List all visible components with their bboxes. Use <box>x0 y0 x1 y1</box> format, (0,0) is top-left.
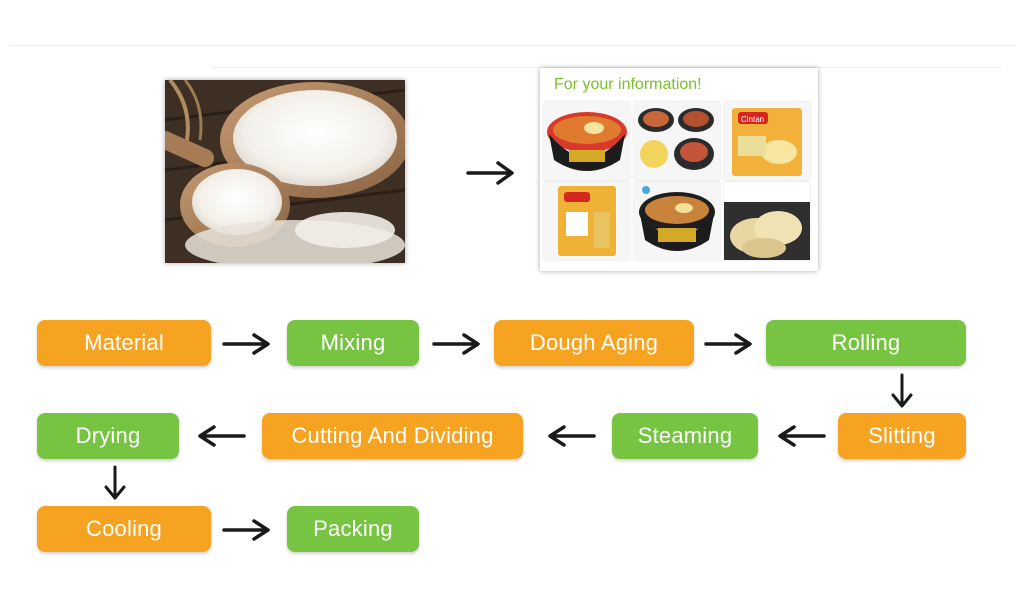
noodle-cakes-icon <box>724 182 810 260</box>
top-divider <box>10 45 1015 46</box>
step-cooling: Cooling <box>37 506 211 552</box>
left-arrow-icon <box>778 425 826 447</box>
step-slitting: Slitting <box>838 413 966 459</box>
info-panel-title: For your information! <box>554 76 702 93</box>
step-steaming: Steaming <box>612 413 758 459</box>
step-label: Mixing <box>320 330 386 355</box>
noodle-pack-icon <box>544 182 630 260</box>
down-arrow-icon <box>891 373 913 408</box>
ramen-bowl-icon <box>544 102 630 180</box>
step-mixing: Mixing <box>287 320 419 366</box>
step-label: Cutting And Dividing <box>291 423 494 448</box>
noodle-bowls-icon <box>634 102 720 180</box>
step-label: Dough Aging <box>529 330 659 355</box>
info-panel: For your information! Cintan <box>540 68 818 271</box>
sub-divider <box>212 67 1002 68</box>
step-label: Packing <box>313 516 393 541</box>
step-label: Cooling <box>85 516 162 541</box>
left-arrow-icon <box>198 425 246 447</box>
right-arrow-icon <box>466 161 514 185</box>
step-material: Material <box>37 320 211 366</box>
right-arrow-icon <box>432 333 480 355</box>
step-label: Rolling <box>831 330 901 355</box>
step-drying: Drying <box>37 413 179 459</box>
step-label: Slitting <box>868 423 936 448</box>
step-dough-aging: Dough Aging <box>494 320 694 366</box>
svg-text:Cintan: Cintan <box>741 115 764 124</box>
step-cutting-and-dividing: Cutting And Dividing <box>262 413 523 459</box>
step-label: Drying <box>75 423 141 448</box>
ramen-bowl-icon <box>634 182 720 260</box>
down-arrow-icon <box>104 465 126 500</box>
left-arrow-icon <box>548 425 596 447</box>
right-arrow-icon <box>222 519 270 541</box>
right-arrow-icon <box>704 333 752 355</box>
step-label: Steaming <box>637 423 733 448</box>
step-rolling: Rolling <box>766 320 966 366</box>
flour-photo <box>165 80 405 263</box>
noodle-pack-icon: Cintan <box>724 102 810 180</box>
step-packing: Packing <box>287 506 419 552</box>
step-label: Material <box>84 330 164 355</box>
right-arrow-icon <box>222 333 270 355</box>
